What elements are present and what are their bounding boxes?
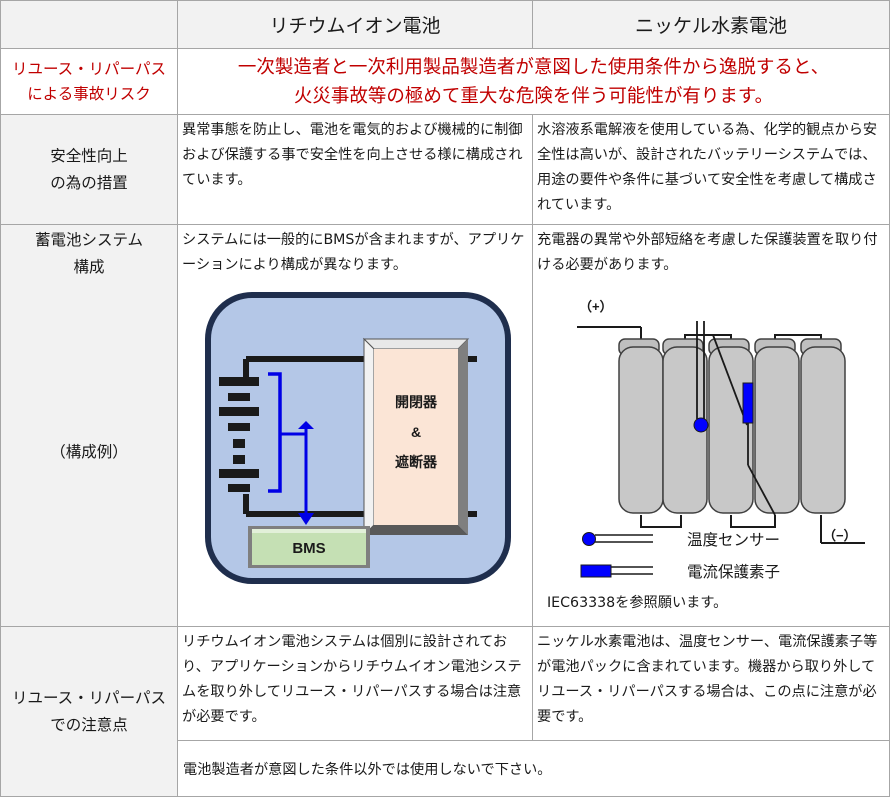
caution-li-ion-text: リチウムイオン電池システムは個別に設計されており、アプリケーションからリチウムイ… xyxy=(177,626,533,741)
minus-terminal-label: （−） xyxy=(823,528,857,543)
risk-text: 一次製造者と一次利用製品製造者が意図した使用条件から逸脱すると、 火災事故等の極… xyxy=(177,48,890,115)
temperature-sensor-in-pack xyxy=(693,321,709,433)
safety-label-line2: の為の措置 xyxy=(50,173,128,192)
switch-label-1: 開閉器 xyxy=(395,394,438,410)
system-label-example: （構成例） xyxy=(50,443,128,461)
legend-current-protector: 電流保護素子 xyxy=(580,563,780,581)
system-label-line1: 蓄電池システム xyxy=(34,231,144,249)
risk-text-line1: 一次製造者と一次利用製品製造者が意図した使用条件から逸脱すると、 xyxy=(237,56,830,78)
caution-nimh-text: ニッケル水素電池は、温度センサー、電流保護素子等が電池パックに含まれています。機… xyxy=(532,626,890,741)
caution-label-line2: での注意点 xyxy=(50,715,128,734)
plus-terminal-label: （+） xyxy=(579,299,613,314)
system-label: 蓄電池システム 構成 （構成例） xyxy=(0,224,178,627)
nimh-pack-diagram: （+） xyxy=(577,299,865,581)
system-nimh-cell: 充電器の異常や外部短絡を考慮した保護装置を取り付ける必要があります。 （+） xyxy=(532,224,890,627)
bms-box: BMS xyxy=(248,526,370,568)
system-row: 蓄電池システム 構成 （構成例） システムには一般的にBMSが含まれますが、アプ… xyxy=(0,224,890,627)
safety-label: 安全性向上 の為の措置 xyxy=(0,114,178,225)
header-li-ion: リチウムイオン電池 xyxy=(177,0,533,49)
caution-row: リユース・リパーパス での注意点 リチウムイオン電池システムは個別に設計されてお… xyxy=(0,626,890,797)
legend-temperature-sensor: 温度センサー xyxy=(582,531,780,549)
switch-breaker-box: 開閉器 & 遮断器 xyxy=(362,337,470,537)
header-row: リチウムイオン電池 ニッケル水素電池 xyxy=(0,0,890,49)
system-label-line2: 構成 xyxy=(73,258,105,276)
header-nimh: ニッケル水素電池 xyxy=(532,0,890,49)
legend-temp-label: 温度センサー xyxy=(687,531,780,549)
safety-row: 安全性向上 の為の措置 異常事態を防止し、電池を電気的および機械的に制御および保… xyxy=(0,114,890,225)
bms-label: BMS xyxy=(292,540,325,557)
safety-label-line1: 安全性向上 xyxy=(50,146,128,165)
risk-label-line2: による事故リスク xyxy=(27,84,151,103)
legend-current-label: 電流保護素子 xyxy=(687,563,780,581)
safety-li-ion-text: 異常事態を防止し、電池を電気的および機械的に制御および保護する事で安全性を向上さ… xyxy=(177,114,533,225)
risk-text-line2: 火災事故等の極めて重大な危険を伴う可能性が有ります。 xyxy=(293,85,774,107)
switch-label-3: 遮断器 xyxy=(395,454,438,470)
risk-row: リユース・リパーパス による事故リスク 一次製造者と一次利用製品製造者が意図した… xyxy=(0,48,890,115)
footer-note: 電池製造者が意図した条件以外では使用しないで下さい。 xyxy=(177,740,890,797)
li-ion-system-diagram: 開閉器 & 遮断器 BMS xyxy=(205,292,511,584)
risk-label-line1: リユース・リパーパス xyxy=(11,59,167,78)
safety-nimh-text: 水溶液系電解液を使用している為、化学的観点から安全性は高いが、設計されたバッテリ… xyxy=(532,114,890,225)
caution-label: リユース・リパーパス での注意点 xyxy=(0,626,178,797)
current-protector-in-pack xyxy=(712,334,776,516)
bms-sense-bracket xyxy=(268,372,314,525)
risk-label: リユース・リパーパス による事故リスク xyxy=(0,48,178,115)
footer-row: 電池製造者が意図した条件以外では使用しないで下さい。 xyxy=(1,740,890,797)
system-li-ion-text: システムには一般的にBMSが含まれますが、アプリケーションにより構成が異なります… xyxy=(182,232,525,273)
caution-label-line1: リユース・リパーパス xyxy=(11,688,167,707)
corner-cell xyxy=(0,0,178,49)
nimh-cells xyxy=(618,338,846,514)
system-nimh-text: 充電器の異常や外部短絡を考慮した保護装置を取り付ける必要があります。 xyxy=(537,232,878,273)
switch-label-2: & xyxy=(411,424,421,440)
system-li-ion-cell: システムには一般的にBMSが含まれますが、アプリケーションにより構成が異なります… xyxy=(177,224,533,627)
iec-reference: IEC63338を参照願います。 xyxy=(547,595,728,611)
